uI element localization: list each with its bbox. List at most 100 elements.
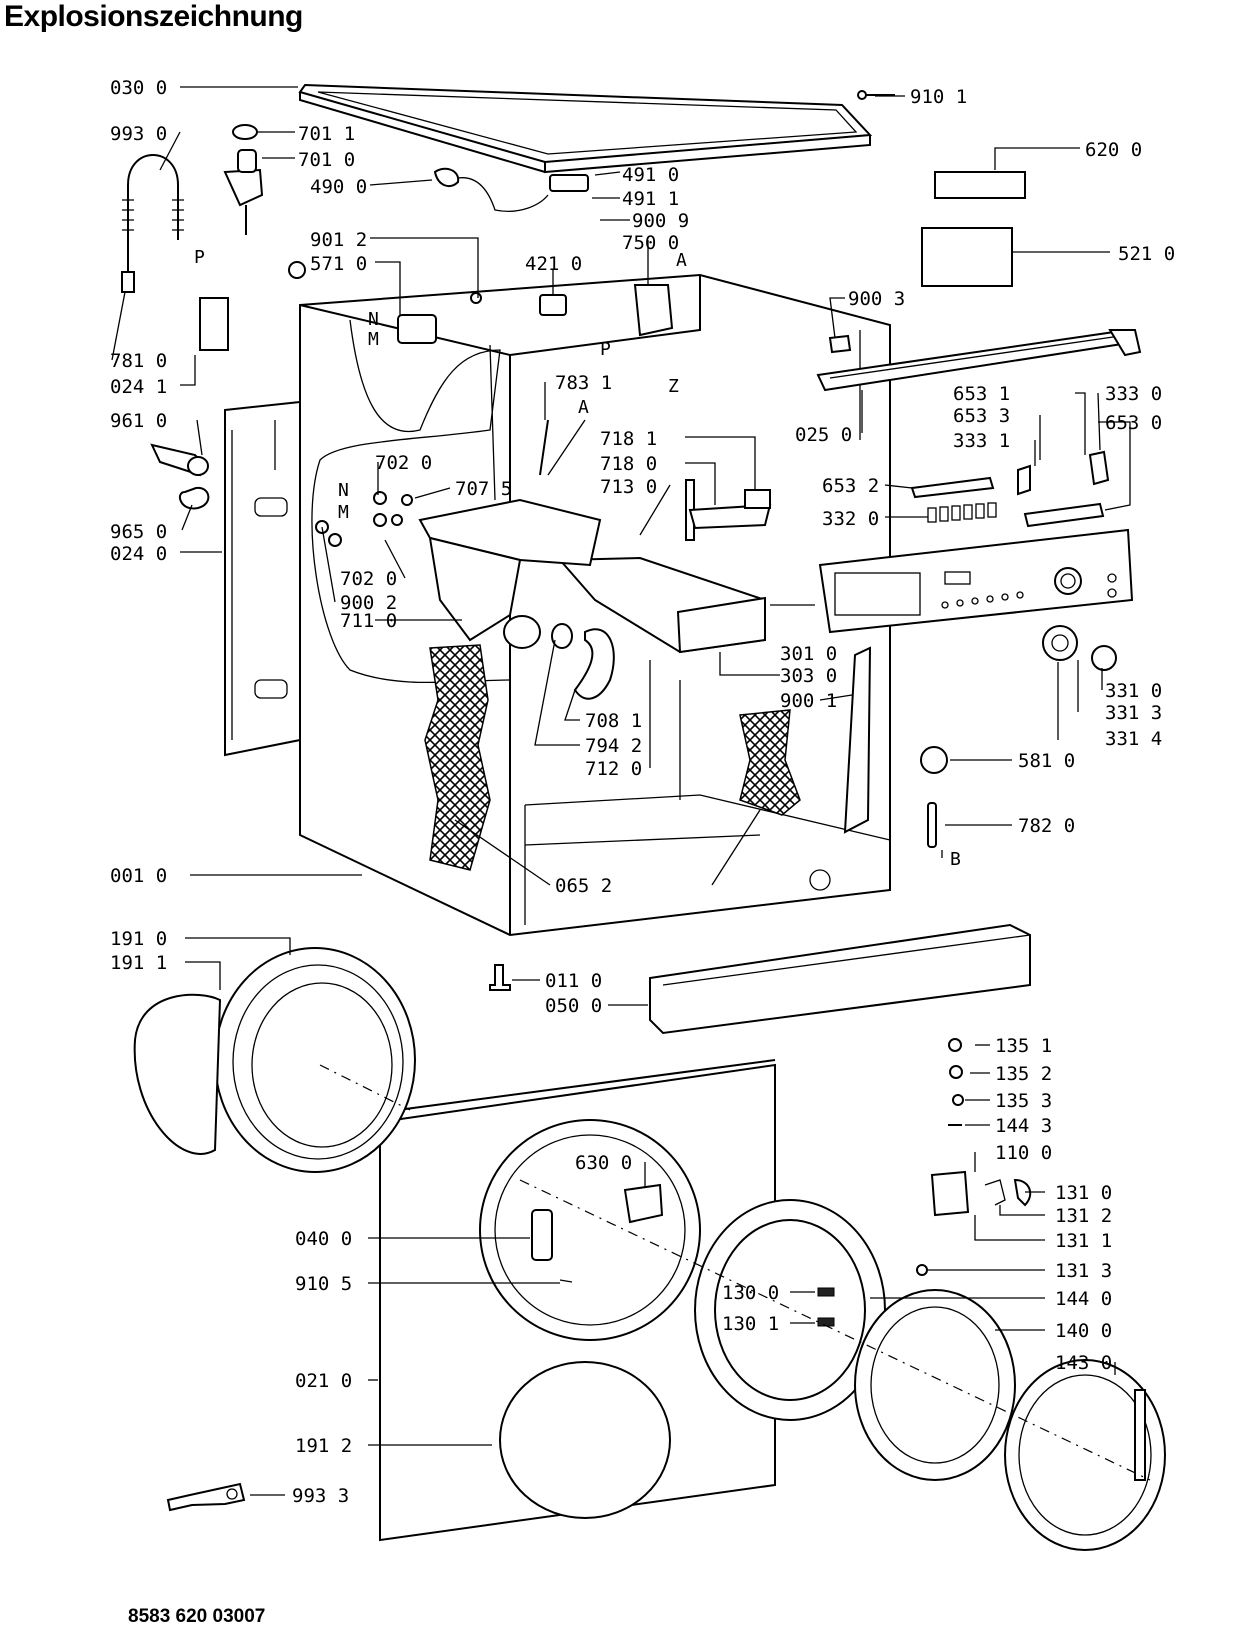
part-label: 782 0	[1018, 815, 1075, 837]
part-label: 713 0	[600, 476, 657, 498]
part-label: 024 0	[110, 543, 167, 565]
part-label: 065 2	[555, 875, 612, 897]
door-frame-part	[694, 1199, 1166, 1551]
part-label: 491 1	[622, 188, 679, 210]
part-label: 707 5	[455, 478, 512, 500]
rear-panel-part	[224, 400, 301, 757]
part-label: 750 0	[622, 232, 679, 254]
part-label: 021 0	[295, 1370, 352, 1392]
water-valve-part	[199, 284, 674, 351]
part-label: 521 0	[1118, 243, 1175, 265]
part-label: 011 0	[545, 970, 602, 992]
part-label: 965 0	[110, 521, 167, 543]
part-label: 135 1	[995, 1035, 1052, 1057]
part-label: 333 0	[1105, 383, 1162, 405]
part-label: 900 9	[632, 210, 689, 232]
letter-callout: A	[578, 397, 589, 418]
pressure-switch-part	[920, 746, 948, 848]
part-label: 040 0	[295, 1228, 352, 1250]
inlet-hose-part	[121, 154, 184, 293]
door-seal-part	[133, 947, 416, 1173]
letter-callout: Z	[668, 376, 679, 397]
letter-callout: P	[600, 339, 611, 360]
part-label: 910 5	[295, 1273, 352, 1295]
page-title: Explosionszeichnung	[4, 0, 303, 33]
document-number: 8583 620 03007	[128, 1606, 266, 1627]
top-rail-part	[816, 328, 1142, 392]
drain-filter-part	[150, 443, 210, 510]
part-label: 001 0	[110, 865, 167, 887]
part-label: 030 0	[110, 77, 167, 99]
part-label: 794 2	[585, 735, 642, 757]
part-label: 712 0	[585, 758, 642, 780]
part-label: 718 1	[600, 428, 657, 450]
part-label: 131 2	[1055, 1205, 1112, 1227]
part-label: 130 1	[722, 1313, 779, 1335]
letter-callout: M	[338, 502, 349, 523]
part-label: 333 1	[953, 430, 1010, 452]
part-label: 131 1	[1055, 1230, 1112, 1252]
part-label: 130 0	[722, 1282, 779, 1304]
part-label: 144 0	[1055, 1288, 1112, 1310]
part-label: 701 1	[298, 123, 355, 145]
part-label: 653 3	[953, 405, 1010, 427]
part-label: 110 0	[995, 1142, 1052, 1164]
part-label: 900 3	[848, 288, 905, 310]
letter-callout: A	[676, 250, 687, 271]
program-knob-part	[1042, 625, 1117, 671]
plinth-part	[489, 923, 1031, 1035]
letter-callout: P	[194, 247, 205, 268]
part-label: 993 0	[110, 123, 167, 145]
counterweight-part	[424, 644, 801, 871]
letter-callout: M	[368, 329, 379, 350]
part-label: 701 0	[298, 149, 355, 171]
part-label: 331 4	[1105, 728, 1162, 750]
letter-callout: B	[950, 849, 961, 870]
part-label: 993 3	[292, 1485, 349, 1507]
part-label: 135 2	[995, 1063, 1052, 1085]
support-bracket-part	[843, 646, 872, 834]
part-label: 581 0	[1018, 750, 1075, 772]
tool-part	[166, 1482, 246, 1512]
part-label: 653 0	[1105, 412, 1162, 434]
small-parts	[223, 90, 1110, 547]
parts-artwork	[121, 83, 1166, 1551]
part-label: 718 0	[600, 453, 657, 475]
leader-lines	[111, 86, 1131, 1496]
part-label: 191 1	[110, 952, 167, 974]
front-panel-part	[379, 1059, 776, 1542]
part-label: 140 0	[1055, 1320, 1112, 1342]
top-panel-part	[298, 83, 873, 174]
part-label: 131 3	[1055, 1260, 1112, 1282]
part-label: 191 2	[295, 1435, 352, 1457]
part-label: 050 0	[545, 995, 602, 1017]
part-label: 708 1	[585, 710, 642, 732]
part-label: 421 0	[525, 253, 582, 275]
part-label: 901 2	[310, 229, 367, 251]
letter-callout: N	[338, 480, 349, 501]
part-labels: 030 0 910 1 993 0 701 1 701 0 490 0 491 …	[110, 77, 1175, 1507]
detergent-drawer-part	[418, 498, 766, 700]
part-label: 653 1	[953, 383, 1010, 405]
part-label: 630 0	[575, 1152, 632, 1174]
part-label: 135 3	[995, 1090, 1052, 1112]
part-label: 144 3	[995, 1115, 1052, 1137]
part-label: 303 0	[780, 665, 837, 687]
part-label: 191 0	[110, 928, 167, 950]
part-label: 301 0	[780, 643, 837, 665]
part-label: 024 1	[110, 376, 167, 398]
part-label: 961 0	[110, 410, 167, 432]
part-label: 781 0	[110, 350, 167, 372]
part-label: 620 0	[1085, 139, 1142, 161]
part-label: 331 3	[1105, 702, 1162, 724]
part-label: 910 1	[910, 86, 967, 108]
part-label: 702 0	[375, 452, 432, 474]
part-label: 702 0	[340, 568, 397, 590]
letter-callout: N	[368, 309, 379, 330]
control-panel-part	[818, 528, 1134, 634]
part-label: 332 0	[822, 508, 879, 530]
part-label: 143 0	[1055, 1352, 1112, 1374]
part-label: 653 2	[822, 475, 879, 497]
part-label: 900 2	[340, 592, 397, 614]
part-label: 331 0	[1105, 680, 1162, 702]
